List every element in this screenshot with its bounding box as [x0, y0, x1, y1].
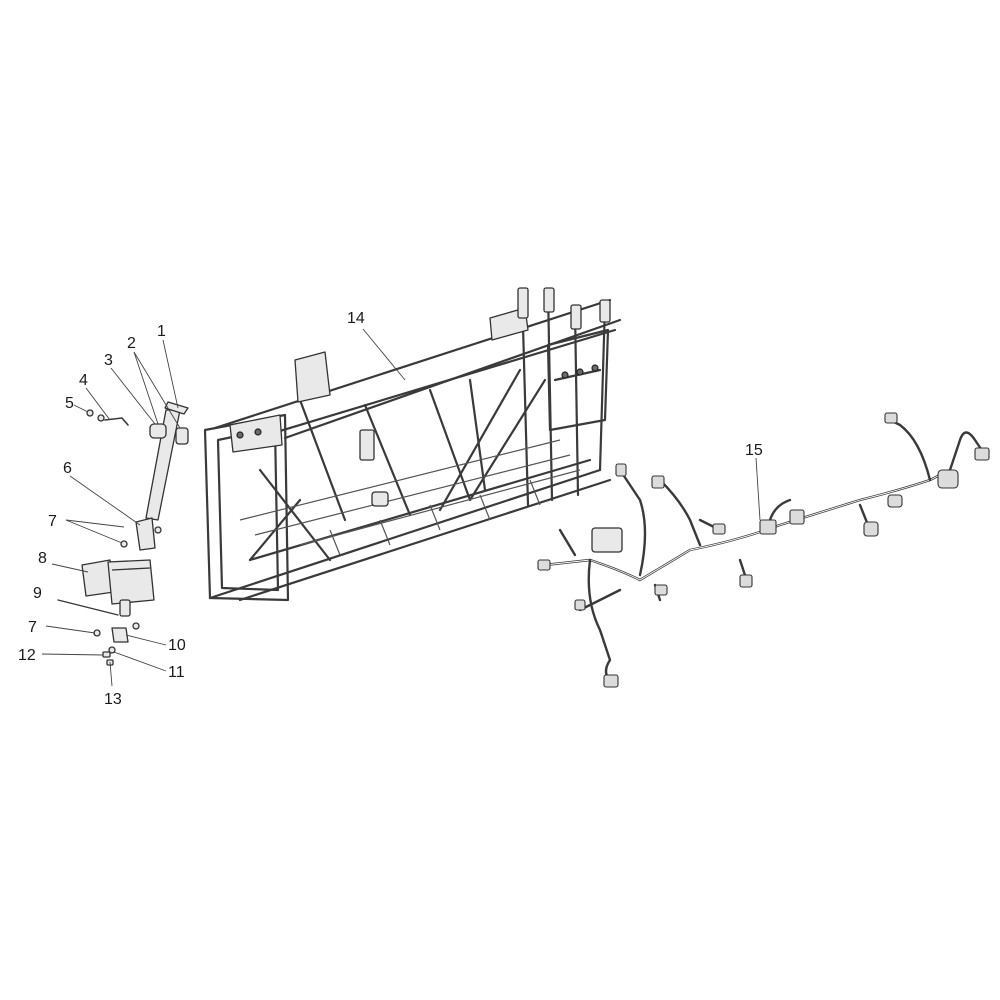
steering-joint-icon[interactable]	[135, 517, 162, 551]
leader-lines	[41, 328, 761, 687]
callout-3: 3	[104, 352, 113, 369]
washer-icon[interactable]	[108, 646, 116, 654]
callout-8: 8	[38, 550, 47, 567]
callout-9: 9	[33, 585, 42, 602]
callout-14: 14	[347, 310, 365, 327]
bushing-icon[interactable]	[175, 427, 189, 445]
screw-icon[interactable]	[102, 651, 111, 658]
retaining-clip-icon[interactable]	[104, 417, 129, 426]
bracket-icon[interactable]	[111, 627, 129, 643]
sleeve-icon[interactable]	[149, 423, 167, 439]
callout-1: 1	[157, 323, 166, 340]
chassis-frame-icon[interactable]	[203, 287, 622, 602]
callout-6: 6	[63, 460, 72, 477]
nut-icon[interactable]	[86, 409, 105, 422]
callout-5: 5	[65, 395, 74, 412]
callout-11: 11	[168, 664, 185, 681]
steering-gearbox-icon[interactable]	[81, 559, 155, 617]
callout-7-lower: 7	[28, 619, 37, 636]
callout-labels: 1 2 3 4 5 6 7 8 9 7 10 12 11 13 14 15	[18, 310, 763, 708]
bolt-icon[interactable]	[93, 540, 140, 637]
callout-15: 15	[745, 442, 763, 459]
callout-4: 4	[79, 372, 88, 389]
rod-icon[interactable]	[57, 599, 119, 616]
steering-column-icon[interactable]	[145, 401, 189, 521]
callout-7-upper: 7	[48, 513, 57, 530]
callout-12: 12	[18, 647, 36, 664]
wiring-harness-icon[interactable]	[537, 412, 990, 688]
callout-13: 13	[104, 691, 122, 708]
callout-10: 10	[168, 637, 186, 654]
callout-2: 2	[127, 335, 136, 352]
